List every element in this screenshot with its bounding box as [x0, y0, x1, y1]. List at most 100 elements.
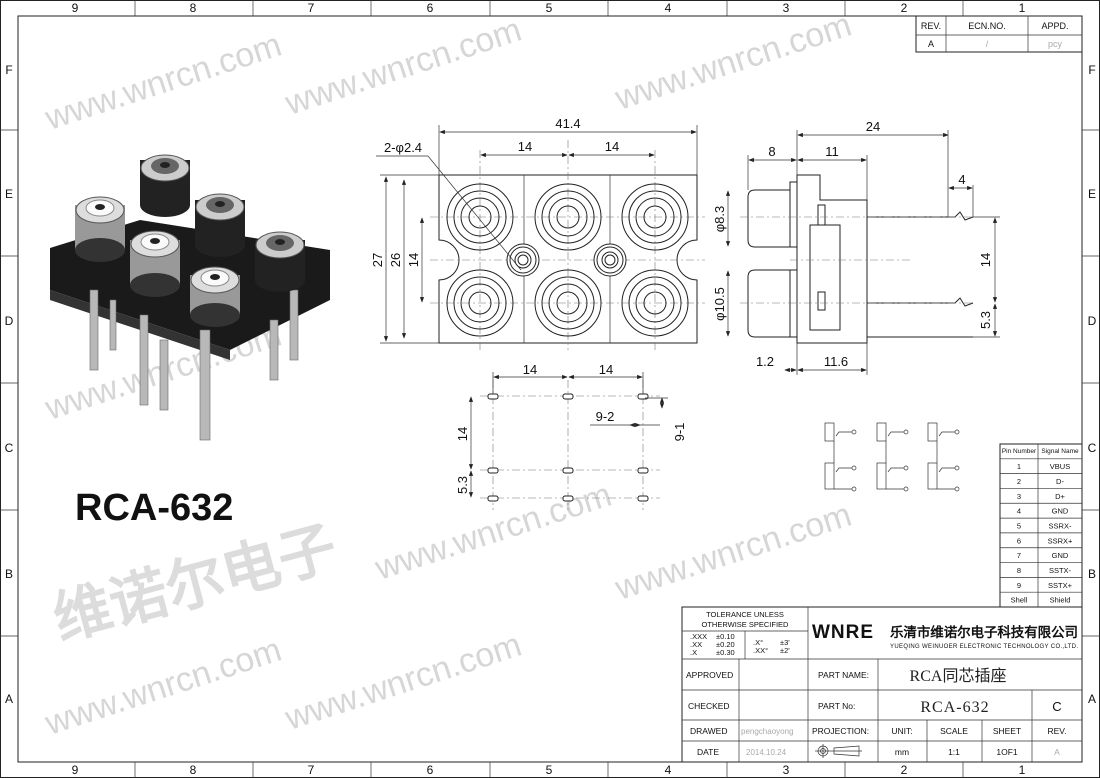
dim-row-pitch: 14: [978, 253, 993, 267]
zone-row-label: D: [1088, 314, 1097, 328]
company-name-cn: 乐清市维诺尔电子科技有限公司: [890, 624, 1078, 640]
signal-name-header: Signal Name: [1041, 448, 1079, 455]
part-name-label: PART NAME:: [818, 670, 869, 680]
watermark-text: www.wnrcn.com: [610, 6, 856, 118]
zone-column-label: 3: [783, 1, 790, 15]
front-view: 41.4 2-φ2.4 14 14 27 26 14: [370, 116, 705, 350]
pin-number: 1: [1017, 462, 1021, 471]
tolerance-key: .X: [690, 648, 697, 657]
angle-tolerance-key: .X°: [753, 638, 763, 647]
tolerance-value: ±0.20: [716, 640, 735, 649]
dim-flange: 1.2: [756, 354, 774, 369]
pin-signal-name: SSRX-: [1049, 522, 1072, 531]
zone-column-label: 7: [308, 763, 315, 777]
zone-column-label: 9: [72, 763, 79, 777]
rev-header: REV.: [921, 21, 941, 31]
zone-row-label: E: [1088, 187, 1096, 201]
zone-column-label: 2: [901, 763, 908, 777]
zone-column-label: 6: [427, 1, 434, 15]
part-name-value: RCA同芯插座: [910, 667, 1007, 685]
pin-signal-name: GND: [1052, 507, 1069, 516]
projection-label: PROJECTION:: [812, 726, 869, 736]
watermark-text: www.wnrcn.com: [40, 26, 286, 138]
zone-row-label: F: [1088, 63, 1095, 77]
zone-column-label: 1: [1019, 763, 1026, 777]
scale-value: 1:1: [948, 747, 960, 757]
product-label: RCA-632: [75, 487, 233, 529]
rev-value: A: [928, 39, 934, 49]
dim-pin-offset: 5.3: [978, 311, 993, 329]
side-view: 24 8 11 4 φ8.3 φ10.5 14 5.3 1.2 11.6: [712, 119, 1000, 375]
pin-signal-name: D+: [1055, 492, 1065, 501]
schematic-symbol: [824, 422, 960, 492]
pin-number: 3: [1017, 492, 1021, 501]
zone-column-label: 4: [665, 1, 672, 15]
dim-body-base: 11.6: [824, 354, 848, 369]
tolerance-title: OTHERWISE SPECIFIED: [702, 620, 790, 629]
angle-tolerance-value: ±2': [780, 646, 790, 655]
dim-pcb-pitch: 14: [599, 362, 613, 377]
pin-number: 8: [1017, 566, 1021, 575]
dim-overall-depth: 24: [866, 119, 880, 134]
dim-slot-height: 9-1: [672, 423, 687, 442]
dim-jack-length: 8: [768, 144, 775, 159]
zone-row-label: F: [5, 63, 12, 77]
dim-pcb-row-pitch: 14: [455, 427, 470, 441]
watermark-cn-text: 维诺尔电子: [46, 513, 344, 654]
pcb-layout: 14 14 14 5.3 9-2 9-1: [455, 362, 687, 510]
dim-pitch: 14: [605, 139, 619, 154]
angle-tolerance-key: .XX°: [753, 646, 768, 655]
sheet-value: 1OF1: [996, 747, 1018, 757]
zone-row-label: A: [5, 692, 13, 706]
dim-slot-width: 9-2: [596, 409, 615, 424]
pin-number: 7: [1017, 551, 1021, 560]
pin-number-header: Pin Number: [1002, 448, 1037, 455]
tolerance-title: TOLERANCE UNLESS: [706, 610, 784, 619]
approved-label: APPROVED: [686, 670, 733, 680]
zone-row-label: B: [5, 567, 13, 581]
zone-row-label: C: [1088, 441, 1097, 455]
dim-overall-width: 41.4: [555, 116, 580, 131]
watermark-text: www.wnrcn.com: [280, 626, 526, 738]
unit-value: mm: [895, 747, 909, 757]
pin-signal-name: GND: [1052, 551, 1069, 560]
zone-column-label: 8: [190, 763, 197, 777]
dim-top-diameter: φ8.3: [712, 206, 727, 233]
zone-row-label: B: [1088, 567, 1096, 581]
dim-height: 26: [388, 253, 403, 267]
tolerance-key: .XX: [690, 640, 702, 649]
dim-pcb-pin-offset: 5.3: [455, 476, 470, 494]
pin-signal-name: SSTX+: [1048, 581, 1073, 590]
zone-column-label: 2: [901, 1, 908, 15]
watermark-text: www.wnrcn.com: [280, 11, 526, 123]
date-label: DATE: [697, 747, 719, 757]
title-block: TOLERANCE UNLESS OTHERWISE SPECIFIED .XX…: [681, 606, 1083, 763]
zone-row-label: C: [5, 441, 14, 455]
pin-number: Shell: [1011, 596, 1028, 605]
pin-signal-name: SSRX+: [1048, 536, 1073, 545]
zone-column-label: 9: [72, 1, 79, 15]
zone-column-label: 7: [308, 1, 315, 15]
tolerance-key: .XXX: [690, 632, 707, 641]
pin-number: 5: [1017, 522, 1021, 531]
dim-bottom-diameter: φ10.5: [712, 287, 727, 321]
appd-value: pcy: [1048, 39, 1063, 49]
revision-table: REV. ECN.NO. APPD. A / pcy: [915, 15, 1083, 53]
part-no-label: PART No:: [818, 701, 855, 711]
zone-column-label: 6: [427, 763, 434, 777]
appd-header: APPD.: [1041, 21, 1068, 31]
pin-signal-name: VBUS: [1050, 462, 1070, 471]
scale-label: SCALE: [940, 726, 968, 736]
zone-column-label: 5: [546, 1, 553, 15]
tolerance-value: ±0.10: [716, 632, 735, 641]
drawed-value: pengchaoyong: [741, 727, 794, 736]
zone-row-label: E: [5, 187, 13, 201]
pin-number: 9: [1017, 581, 1021, 590]
zone-column-label: 3: [783, 763, 790, 777]
zone-column-label: 1: [1019, 1, 1026, 15]
pin-signal-name: D-: [1056, 477, 1064, 486]
part-no-value: RCA-632: [920, 699, 989, 716]
dim-row-pitch: 14: [406, 253, 421, 267]
